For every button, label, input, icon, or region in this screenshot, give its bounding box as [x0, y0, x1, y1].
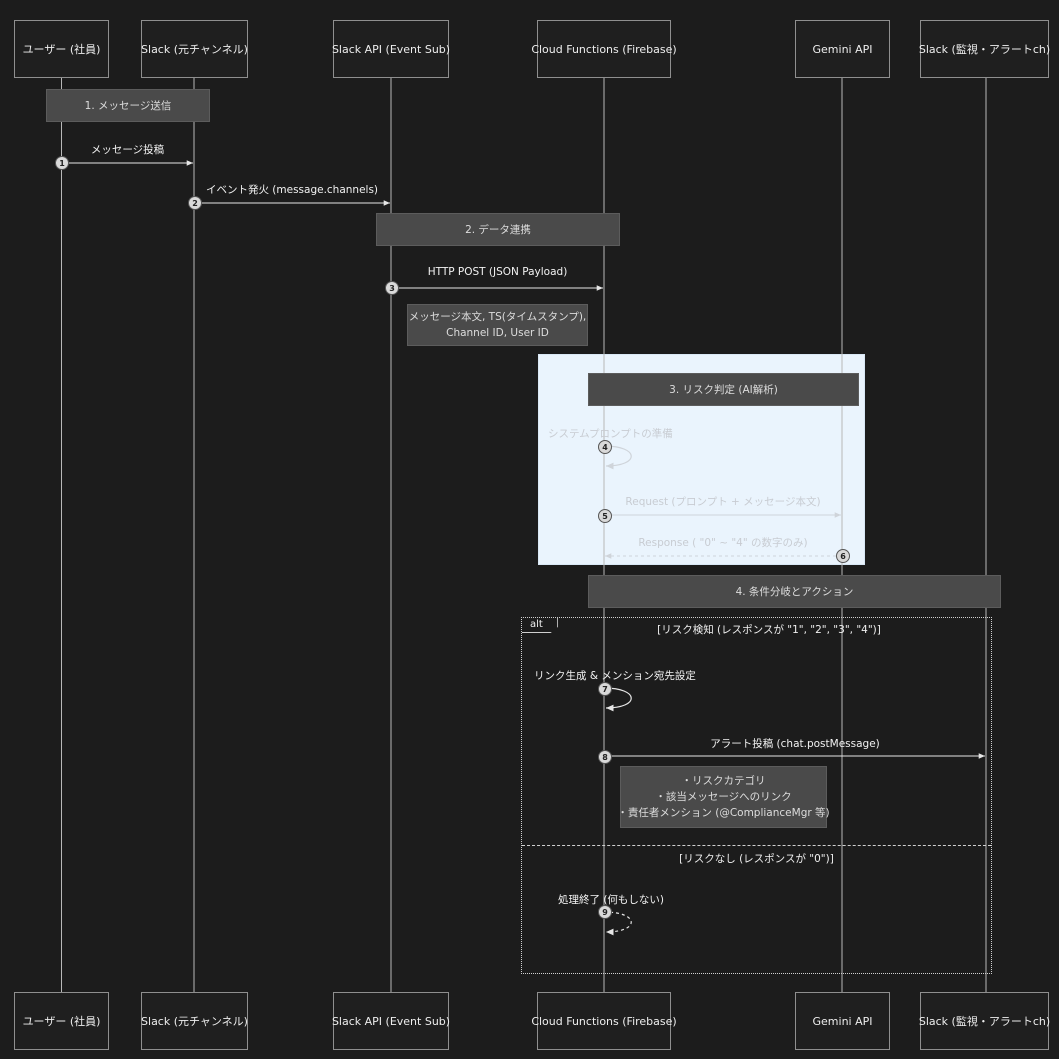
alt-condition-risk: [リスク検知 (レスポンスが "1", "2", "3", "4")] — [657, 624, 881, 636]
alert-note-line-2: ・該当メッセージへのリンク — [655, 791, 792, 803]
sequence-badge-7: 7 — [598, 682, 612, 696]
actor-slack-src-top: Slack (元チャンネル) — [141, 20, 248, 78]
sequence-badge-9: 9 — [598, 905, 612, 919]
actor-slack-src-bottom: Slack (元チャンネル) — [141, 992, 248, 1050]
actor-gemini-label: Gemini API — [812, 1014, 873, 1028]
message-label-2: イベント発火 (message.channels) — [205, 184, 379, 196]
actor-slack-alert-bottom: Slack (監視・アラートch) — [918, 992, 1051, 1050]
actor-user-bottom: ユーザー (社員) — [14, 992, 109, 1050]
actor-slack-api-bottom: Slack API (Event Sub) — [331, 992, 451, 1050]
arrow-m9 — [603, 911, 632, 936]
actor-slack-src-label: Slack (元チャンネル) — [141, 43, 248, 56]
section-note-3: 3. リスク判定 (AI解析) — [588, 373, 859, 406]
actor-cloud-fn-label: Cloud Functions (Firebase) — [531, 42, 677, 56]
sequence-badge-4: 4 — [598, 440, 612, 454]
arrow-m7 — [603, 687, 632, 712]
message-label-7: リンク生成 & メンション宛先設定 — [534, 670, 696, 682]
section-note-3-label: 3. リスク判定 (AI解析) — [669, 383, 778, 396]
payload-note: メッセージ本文, TS(タイムスタンプ), Channel ID, User I… — [407, 304, 588, 346]
actor-slack-src-label: Slack (元チャンネル) — [141, 1015, 248, 1028]
alert-note-line-1: ・リスクカテゴリ — [681, 775, 766, 787]
actor-slack-api-label: Slack API (Event Sub) — [331, 1014, 451, 1028]
arrow-m4 — [603, 445, 632, 470]
message-label-6: Response ( "0" ~ "4" の数字のみ) — [638, 537, 808, 549]
sequence-badge-3: 3 — [385, 281, 399, 295]
message-label-5: Request (プロンプト + メッセージ本文) — [625, 496, 821, 508]
section-note-2-label: 2. データ連携 — [465, 223, 531, 236]
alert-note-line-3: ・責任者メンション (@ComplianceMgr 等) — [617, 807, 830, 819]
alt-condition-no-risk: [リスクなし (レスポンスが "0")] — [679, 853, 834, 865]
actor-slack-api-label: Slack API (Event Sub) — [331, 42, 451, 56]
alt-divider — [522, 845, 991, 846]
payload-note-line-1: メッセージ本文, TS(タイムスタンプ), — [408, 311, 587, 323]
message-label-9: 処理終了 (何もしない) — [558, 894, 665, 906]
section-note-1-label: 1. メッセージ送信 — [84, 99, 172, 112]
section-note-1: 1. メッセージ送信 — [46, 89, 210, 122]
alt-frame-tag: alt — [522, 618, 558, 633]
sequence-badge-8: 8 — [598, 750, 612, 764]
sequence-badge-2: 2 — [188, 196, 202, 210]
actor-cloud-fn-top: Cloud Functions (Firebase) — [531, 20, 677, 78]
actor-cloud-fn-label: Cloud Functions (Firebase) — [531, 1014, 677, 1028]
sequence-badge-6: 6 — [836, 549, 850, 563]
actor-slack-alert-label: Slack (監視・アラートch) — [918, 43, 1051, 56]
actor-slack-alert-label: Slack (監視・アラートch) — [918, 1015, 1051, 1028]
actor-slack-api-top: Slack API (Event Sub) — [331, 20, 451, 78]
alert-content-note: ・リスクカテゴリ ・該当メッセージへのリンク ・責任者メンション (@Compl… — [617, 766, 830, 828]
actor-gemini-top: Gemini API — [795, 20, 890, 78]
actor-gemini-label: Gemini API — [812, 42, 873, 56]
alt-frame: alt [リスク検知 (レスポンスが "1", "2", "3", "4")] … — [521, 617, 992, 974]
message-label-4: システムプロンプトの準備 — [548, 428, 673, 440]
sequence-badge-1: 1 — [55, 156, 69, 170]
actor-user-top: ユーザー (社員) — [14, 20, 109, 78]
message-label-8: アラート投稿 (chat.postMessage) — [710, 738, 880, 750]
section-note-4-label: 4. 条件分岐とアクション — [735, 585, 854, 598]
section-note-4: 4. 条件分岐とアクション — [588, 575, 1001, 608]
actor-user-label: ユーザー (社員) — [22, 43, 101, 56]
section-note-2: 2. データ連携 — [376, 213, 620, 246]
message-label-3: HTTP POST (JSON Payload) — [427, 266, 568, 278]
payload-note-line-2: Channel ID, User ID — [446, 327, 549, 339]
actor-slack-alert-top: Slack (監視・アラートch) — [918, 20, 1051, 78]
actor-cloud-fn-bottom: Cloud Functions (Firebase) — [531, 992, 677, 1050]
sequence-badge-5: 5 — [598, 509, 612, 523]
message-label-1: メッセージ投稿 — [90, 144, 165, 156]
actor-gemini-bottom: Gemini API — [795, 992, 890, 1050]
actor-user-label: ユーザー (社員) — [22, 1015, 101, 1028]
